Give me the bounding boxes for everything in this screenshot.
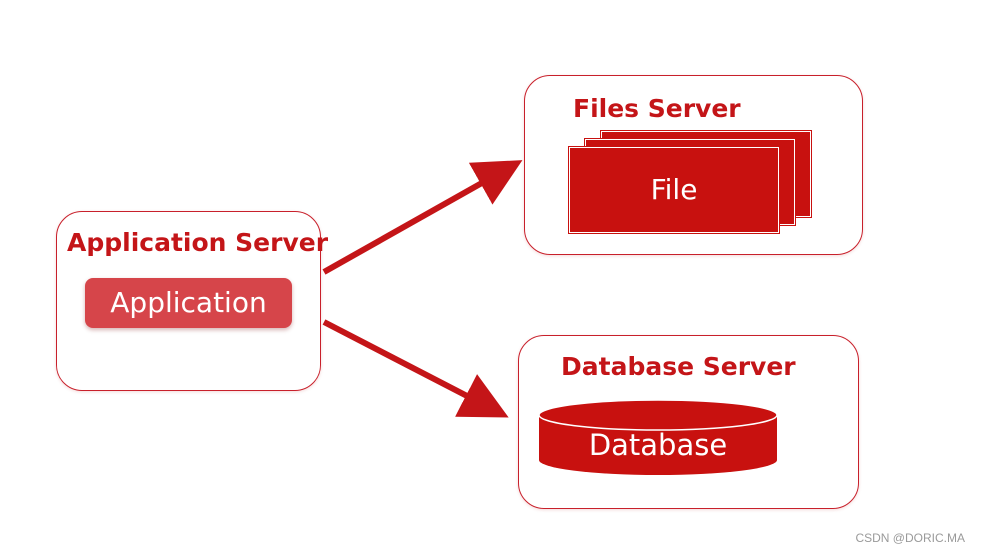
application-component: Application [85, 278, 292, 328]
database-server-box: Database Server Database [518, 335, 859, 509]
application-server-title: Application Server [67, 228, 329, 257]
file-component: File [569, 147, 779, 233]
application-server-box: Application Server Application [56, 211, 328, 391]
database-component: Database [588, 428, 728, 462]
arrow-app-to-files [322, 160, 523, 275]
database-cylinder-icon [538, 399, 778, 475]
files-server-box: Files Server File [524, 75, 863, 255]
files-server-title: Files Server [573, 94, 741, 123]
watermark: CSDN @DORIC.MA [855, 531, 965, 545]
database-server-title: Database Server [561, 352, 796, 381]
arrow-app-to-database [322, 319, 509, 418]
